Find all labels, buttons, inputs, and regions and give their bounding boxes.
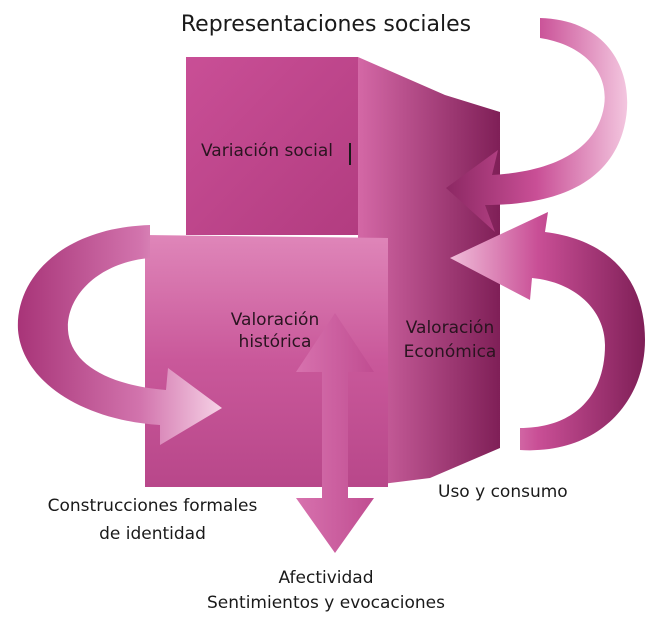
label-afectividad-line1: Afectividad <box>278 568 374 588</box>
label-construcciones-line1: Construcciones formales <box>47 496 258 516</box>
label-afectividad-line2: Sentimientos y evocaciones <box>207 593 445 613</box>
arrow-left <box>17 225 222 445</box>
label-construcciones-line2: de identidad <box>99 524 206 544</box>
text-cursor-icon <box>349 143 351 165</box>
arrow-top-right <box>446 18 628 232</box>
arrow-right-lower <box>450 212 645 451</box>
box-label-variacion-social: Variación social <box>201 141 333 161</box>
diagram-title: Representaciones sociales <box>180 12 472 37</box>
box-label-valoracion-historica-line1: Valoración <box>230 310 320 330</box>
side-face <box>358 57 500 487</box>
vertical-double-arrow <box>296 313 374 553</box>
box-label-valoracion-historica-line2: histórica <box>238 332 312 352</box>
box-label-valoracion-economica-line2: Económica <box>403 342 497 362</box>
label-uso-y-consumo: Uso y consumo <box>438 482 568 502</box>
box-label-valoracion-economica-line1: Valoración <box>405 318 495 338</box>
top-block-face <box>186 57 358 235</box>
